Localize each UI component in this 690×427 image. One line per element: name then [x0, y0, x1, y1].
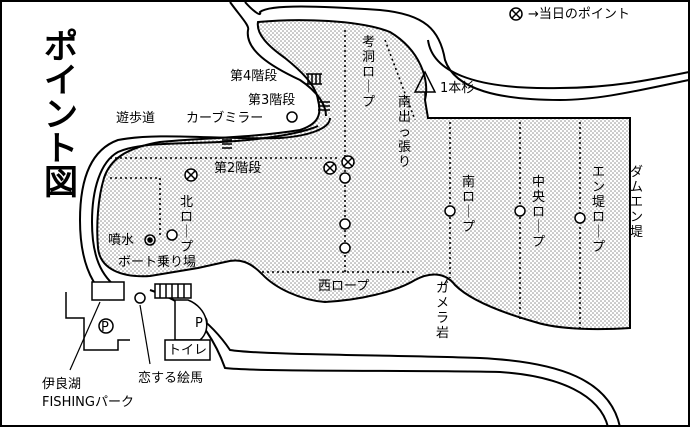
- stairs-2: [222, 139, 232, 149]
- road-right-inner: [427, 39, 690, 90]
- boat-pier-icon: [154, 283, 192, 299]
- label-curve-mirror: カーブミラー: [186, 110, 263, 126]
- label-toilet: トイレ: [168, 343, 207, 358]
- map-title-3: ン: [44, 95, 78, 135]
- point-stairs2-rope: [339, 172, 351, 184]
- label-ema: 恋する絵馬: [138, 370, 203, 386]
- legend-text: →当日のポイント: [528, 7, 630, 22]
- today-point-1-icon: [323, 161, 337, 175]
- label-fountain: 噴水: [108, 233, 134, 248]
- map-title-2: イ: [44, 61, 78, 101]
- cedar-tree-icon: [413, 70, 437, 100]
- label-kora-rope: 考洞ロ｜プ: [362, 35, 375, 110]
- parking-icon-left: [98, 318, 114, 334]
- point-ema: [134, 292, 146, 304]
- label-south-exit: 南出っ張り: [398, 94, 411, 170]
- points: [134, 111, 586, 304]
- buildings: [65, 281, 211, 361]
- label-stairs3: 第3階段: [248, 93, 295, 108]
- road-west-inner: [90, 125, 319, 291]
- label-south-rope: 南ロ｜プ: [462, 174, 475, 235]
- today-point-2-icon: [341, 155, 355, 169]
- label-cedar: 1本杉: [440, 81, 474, 96]
- label-west-rope: 西ロープ: [318, 279, 369, 294]
- lake-water: [96, 19, 631, 331]
- stairs-4: [306, 73, 322, 85]
- road-bottom-inner: [179, 299, 609, 427]
- label-stairs4: 第4階段: [230, 69, 277, 84]
- point-kora-mid: [339, 218, 351, 230]
- legend-symbol-icon: [509, 7, 523, 21]
- today-points: [184, 7, 523, 182]
- point-levee-rope: [574, 212, 586, 224]
- label-promenade: 遊歩道: [116, 111, 155, 126]
- road-west-outer: [78, 117, 331, 301]
- stairs-3: [318, 101, 330, 111]
- label-levee-rope: エン堤ロ｜プ: [592, 165, 605, 255]
- leader-lines: [69, 277, 449, 371]
- point-kora-low: [339, 242, 351, 254]
- rope-lines: [110, 30, 581, 328]
- label-gamera-rock: ガメラ岩: [436, 281, 449, 341]
- fountain-icon: [144, 234, 156, 246]
- point-south-rope: [444, 205, 456, 217]
- label-north-rope: 北ロ｜プ: [180, 195, 193, 255]
- building-toilet: [164, 339, 211, 361]
- label-boat-pier: ボート乗り場: [118, 255, 196, 270]
- today-point-3-icon: [184, 168, 198, 182]
- building-fishing-park: [91, 281, 125, 301]
- map-title-4: ト: [44, 129, 78, 169]
- road-top-outer: [244, 1, 690, 102]
- parking-label-left: P: [101, 320, 109, 335]
- label-stairs2: 第2階段: [214, 161, 261, 176]
- map-title: ポ: [44, 27, 78, 67]
- label-center-rope: 中央ロ｜プ: [532, 175, 545, 250]
- parking-lot-outline: [65, 292, 130, 351]
- rope-line-south-exit: [384, 39, 416, 121]
- label-fishing-park-2: FISHINGパーク: [42, 395, 134, 410]
- point-north-rope: [166, 229, 178, 241]
- road-top-inner: [229, 1, 327, 117]
- label-dam-levee: ダムエン堤: [630, 165, 643, 240]
- point-center-rope: [514, 205, 526, 217]
- label-fishing-park-1: 伊良湖: [42, 376, 81, 392]
- vertical-labels: 考洞ロ｜プ 南出っ張り 南ロ｜プ 中央ロ｜プ エン堤ロ｜プ ダムエン堤 北ロ｜プ…: [180, 35, 643, 341]
- map-title-5: 図: [44, 163, 78, 203]
- point-curve-mirror: [286, 111, 298, 123]
- parking-label-right: P: [195, 316, 203, 331]
